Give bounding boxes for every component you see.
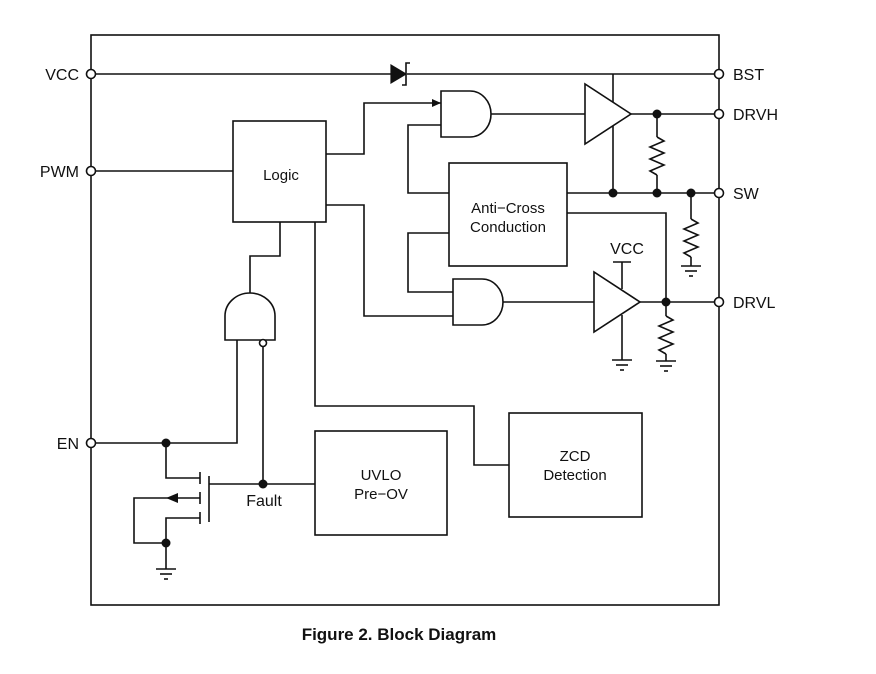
- logic-to-high-and-wire: [326, 102, 441, 155]
- pin-label-drvl: DRVL: [733, 295, 775, 312]
- drvl-to-anticross-wire: [567, 212, 667, 302]
- anticross-to-low-and-wire: [407, 232, 453, 293]
- uvlo-label-line2: Pre−OV: [354, 486, 408, 503]
- junction-dot: [652, 188, 662, 198]
- ground-icon: [612, 359, 632, 371]
- pin-bst: [713, 68, 725, 80]
- low-side-driver: [593, 270, 642, 334]
- uvlo-block: [314, 430, 448, 536]
- drvl-pulldown-resistor: [656, 302, 676, 361]
- logic-label: Logic: [263, 167, 299, 184]
- anti-cross-label-line2: Conduction: [470, 219, 546, 236]
- junction-dot: [161, 538, 171, 548]
- fault-label: Fault: [246, 493, 282, 510]
- low-side-and-gate: [452, 278, 504, 326]
- logic-to-low-and-wire: [326, 204, 453, 317]
- uvlo-label-line1: UVLO: [361, 467, 402, 484]
- pin-drvl: [713, 296, 725, 308]
- ground-icon: [681, 265, 701, 277]
- pin-label-bst: BST: [733, 67, 764, 84]
- ground-icon: [156, 568, 176, 580]
- pin-en: [85, 437, 97, 449]
- figure-caption: Figure 2. Block Diagram: [302, 625, 497, 644]
- anti-cross-label-line1: Anti−Cross: [471, 200, 545, 217]
- pin-label-en: EN: [57, 436, 79, 453]
- drvh-sw-resistor: [647, 114, 667, 193]
- ic-boundary: [90, 34, 720, 606]
- pin-pwm: [85, 165, 97, 177]
- en-pulldown-mosfet: [133, 443, 263, 544]
- junction-dot: [161, 438, 171, 448]
- pin-label-drvh: DRVH: [733, 107, 778, 124]
- zcd-label-line2: Detection: [543, 467, 606, 484]
- pin-label-vcc: VCC: [45, 67, 79, 84]
- junction-dot: [608, 188, 618, 198]
- pin-label-pwm: PWM: [40, 164, 79, 181]
- vcc-internal-label: VCC: [610, 241, 644, 258]
- bootstrap-schottky-diode: [390, 62, 410, 86]
- arrow-head-icon: [432, 99, 441, 107]
- high-side-driver: [584, 82, 633, 146]
- zcd-label-line1: ZCD: [560, 448, 591, 465]
- pin-sw: [713, 187, 725, 199]
- high-side-and-gate: [440, 90, 492, 138]
- logic-enable-wire: [249, 222, 281, 293]
- enable-and-gate: [224, 292, 276, 341]
- junction-dot: [661, 297, 671, 307]
- zcd-block: [508, 412, 643, 518]
- junction-dot: [258, 479, 268, 489]
- sw-pulldown-resistor: [681, 193, 701, 266]
- ground-icon: [656, 360, 676, 372]
- logic-block: [232, 120, 327, 223]
- junction-dot: [686, 188, 696, 198]
- inverting-bubble-icon: [258, 338, 268, 348]
- pin-label-sw: SW: [733, 186, 760, 203]
- anticross-to-high-and-wire: [407, 124, 449, 194]
- logic-to-zcd-wire: [314, 222, 509, 466]
- en-to-and-wire: [91, 340, 238, 444]
- anti-cross-conduction-block: [448, 162, 568, 267]
- pin-vcc: [85, 68, 97, 80]
- junction-dot: [652, 109, 662, 119]
- pin-drvh: [713, 108, 725, 120]
